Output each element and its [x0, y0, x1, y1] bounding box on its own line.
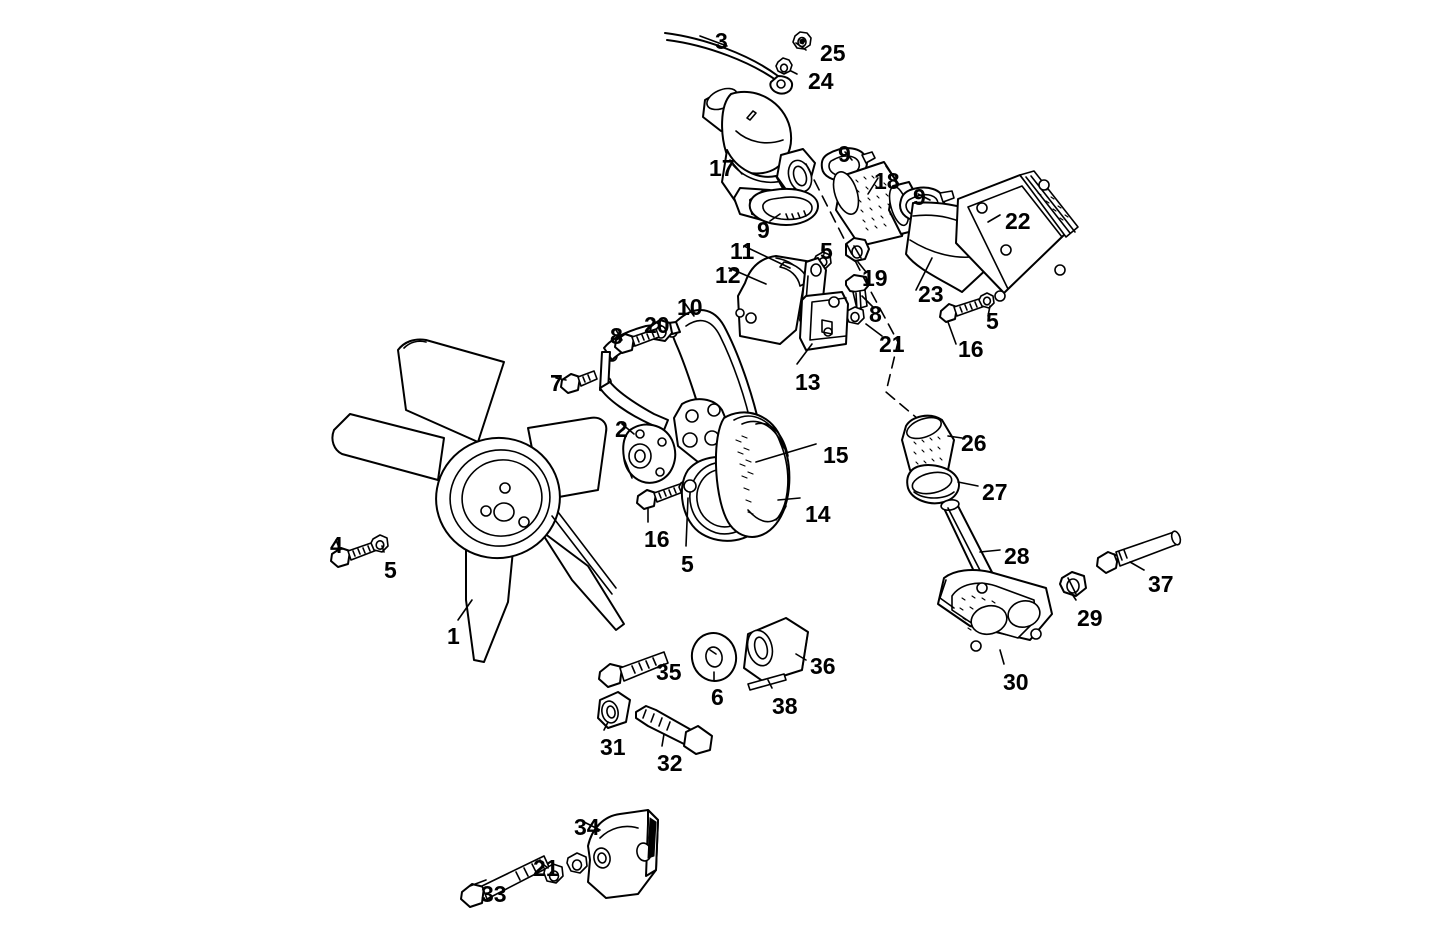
- callout-3: 3: [715, 28, 728, 54]
- part-5d-washer: [978, 292, 995, 309]
- callout-10: 10: [677, 294, 703, 320]
- callout-18: 18: [874, 168, 900, 194]
- callout-36: 36: [810, 653, 836, 679]
- callout-35: 35: [656, 659, 682, 685]
- callout-5a: 5: [384, 557, 397, 583]
- callout-21a: 21: [879, 331, 905, 357]
- part-16b-hex-bolt: [939, 297, 986, 323]
- leader-lines: [335, 35, 1145, 887]
- part-26-rubber-boot: [901, 414, 955, 481]
- callout-6: 6: [711, 684, 724, 710]
- part-6-flat-washer: [690, 632, 738, 682]
- callout-21b: 21: [533, 855, 559, 881]
- callout-7: 7: [550, 370, 563, 396]
- callout-33: 33: [481, 881, 507, 907]
- callout-9c: 9: [757, 217, 770, 243]
- callout-20: 20: [644, 312, 670, 338]
- part-21b-washers: [543, 852, 588, 884]
- callout-5d: 5: [986, 308, 999, 334]
- callout-15: 15: [823, 442, 849, 468]
- part-22-manifold-flange: [955, 170, 1079, 302]
- assembly-dashed-line: [805, 163, 925, 425]
- callout-12: 12: [715, 262, 741, 288]
- part-7-hex-bolt-short: [560, 370, 598, 394]
- callout-2: 2: [615, 416, 628, 442]
- callout-37: 37: [1148, 571, 1174, 597]
- part-38-roll-pin: [747, 673, 787, 691]
- part-30-flange-plate: [937, 569, 1053, 652]
- callout-5b: 5: [681, 551, 694, 577]
- callout-24: 24: [808, 68, 834, 94]
- callout-5c: 5: [820, 238, 833, 264]
- callout-23: 23: [918, 281, 944, 307]
- part-35-hex-bolt: [598, 651, 669, 688]
- callout-27: 27: [982, 479, 1008, 505]
- callout-31: 31: [600, 734, 626, 760]
- callout-32: 32: [657, 750, 683, 776]
- part-13-mounting-bracket: [799, 291, 849, 351]
- part-15-pulley: [714, 411, 791, 538]
- callout-17: 17: [709, 155, 735, 181]
- callout-8b: 8: [869, 301, 882, 327]
- part-27-clamp-ring: [906, 464, 960, 505]
- part-3-overflow-hose: [664, 32, 794, 95]
- callout-1: 1: [447, 623, 460, 649]
- callout-25: 25: [820, 40, 846, 66]
- callout-4: 4: [330, 532, 343, 558]
- callout-9b: 9: [913, 184, 926, 210]
- part-9c-hose-clamp: [748, 188, 819, 226]
- callout-19: 19: [862, 265, 888, 291]
- part-12-bracket-plate: [735, 255, 819, 345]
- callout-38: 38: [772, 693, 798, 719]
- callout-29: 29: [1077, 605, 1103, 631]
- callout-34: 34: [574, 814, 600, 840]
- callout-9a: 9: [838, 141, 851, 167]
- part-19-nut: [845, 237, 870, 262]
- callout-11: 11: [730, 238, 755, 264]
- callout-13: 13: [795, 369, 821, 395]
- part-24-small-washer: [775, 57, 793, 75]
- part-1-fan-assembly: [331, 338, 625, 663]
- pulley-groove-texture: [735, 435, 754, 515]
- part-32-hex-bolt-long: [635, 705, 713, 755]
- callout-22: 22: [1005, 208, 1031, 234]
- part-2-fan-hub-spacer: [622, 423, 677, 484]
- callout-28: 28: [1004, 543, 1030, 569]
- part-16a-hex-bolt: [636, 483, 684, 510]
- callout-26: 26: [961, 430, 987, 456]
- part-5a-washer: [370, 534, 389, 553]
- part-8a-hex-bolt: [614, 328, 660, 354]
- part-34-pump-mount-casting: [587, 809, 659, 899]
- callout-8a: 8: [610, 323, 623, 349]
- callout-14: 14: [805, 501, 831, 527]
- part-37-stud-bolt: [1096, 530, 1182, 574]
- callout-16b: 16: [958, 336, 984, 362]
- part-31-bushing: [597, 691, 631, 729]
- part-36-sleeve: [743, 617, 809, 683]
- callout-30: 30: [1003, 669, 1029, 695]
- part-29-nut: [1059, 571, 1087, 597]
- callout-16a: 16: [644, 526, 670, 552]
- part-8b-banjo-bolt: [845, 274, 869, 312]
